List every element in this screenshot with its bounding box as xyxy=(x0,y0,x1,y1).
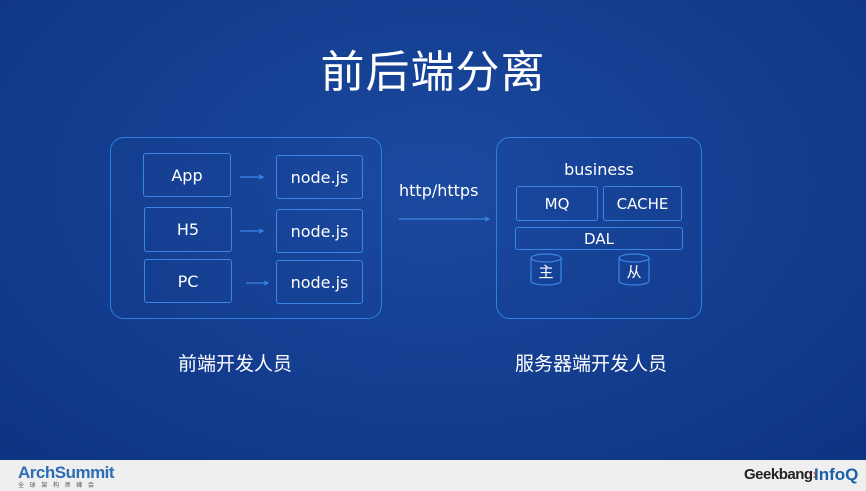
protocol-label: http/https xyxy=(399,181,479,200)
client-box-app: App xyxy=(143,153,231,197)
geekbang-logo: Geekbang› xyxy=(744,466,817,483)
db-master-label: 主 xyxy=(538,263,554,281)
slide: 前后端分离 App H5 PC node.js node.js node.js … xyxy=(0,0,866,460)
frontend-panel xyxy=(110,137,382,319)
mq-box: MQ xyxy=(516,186,598,221)
archsummit-logo-text: ArchSummit xyxy=(18,463,115,482)
client-box-pc: PC xyxy=(144,259,232,303)
db-slave-label: 从 xyxy=(626,263,642,281)
node-box-1: node.js xyxy=(276,155,363,199)
dal-box: DAL xyxy=(515,227,683,250)
node-box-3: node.js xyxy=(276,260,363,304)
archsummit-logo: ArchSummit 全 球 架 构 师 峰 会 xyxy=(18,463,115,489)
archsummit-logo-subtitle: 全 球 架 构 师 峰 会 xyxy=(18,483,97,489)
client-box-h5: H5 xyxy=(144,207,232,252)
backend-panel xyxy=(496,137,702,319)
node-box-2: node.js xyxy=(276,209,363,253)
footer-bar: ArchSummit 全 球 架 构 师 峰 会 Geekbang› InfoQ xyxy=(0,460,866,491)
geekbang-logo-mark: › xyxy=(812,466,818,483)
slide-title: 前后端分离 xyxy=(320,47,546,98)
cache-box: CACHE xyxy=(603,186,682,221)
business-label: business xyxy=(564,160,634,179)
geekbang-logo-text: Geekbang xyxy=(744,466,813,483)
frontend-caption: 前端开发人员 xyxy=(178,353,293,375)
infoq-logo: InfoQ xyxy=(814,465,859,484)
backend-caption: 服务器端开发人员 xyxy=(515,353,668,375)
